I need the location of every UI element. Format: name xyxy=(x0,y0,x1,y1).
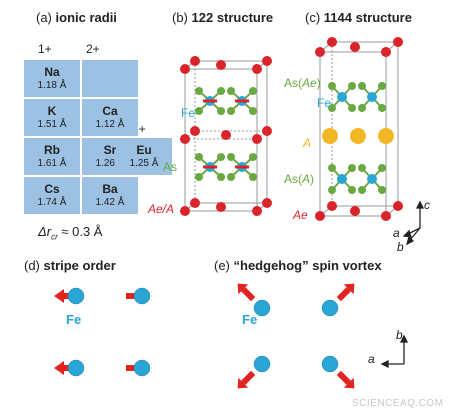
ion-element: Cs xyxy=(44,182,60,196)
ion-cell-k: K 1.51 Å xyxy=(24,99,80,136)
label-as-122: As xyxy=(163,160,178,174)
label-fe-hedgehog: Fe xyxy=(242,312,258,327)
ion-radius: 1.12 Å xyxy=(95,119,125,130)
ion-radius: 1.42 Å xyxy=(95,197,125,208)
label-ae-a-122: Ae/A xyxy=(148,202,175,216)
delta-r-label: Δrcr ≈ 0.3 Å xyxy=(38,224,103,242)
label-as-a-1144: As(A) xyxy=(284,172,315,186)
structure-1144-diagram xyxy=(315,37,403,221)
ion-cell-ba: Ba 1.42 Å xyxy=(82,177,138,214)
ion-element: Eu xyxy=(136,143,152,157)
ion-cell-na: Na 1.18 Å xyxy=(24,60,80,97)
watermark: SCIENCEAQ.COM xyxy=(352,398,444,409)
ion-element: K xyxy=(47,104,57,118)
ion-cell-cs: Cs 1.74 Å xyxy=(24,177,80,214)
ion-radius: 1.51 Å xyxy=(37,119,67,130)
label-fe-stripe: Fe xyxy=(66,312,82,327)
axis-label-c-top: c xyxy=(424,198,430,212)
label-as-ae-1144: As(Ae) xyxy=(284,76,321,90)
ion-element: Rb xyxy=(44,143,60,157)
axis-label-a-top: a xyxy=(393,226,400,240)
ion-radius: 1.25 Å xyxy=(129,158,159,169)
ion-radius: 1.18 Å xyxy=(37,80,67,91)
crystal-axes-top xyxy=(402,200,425,246)
panel-a-title: (a) ionic radii xyxy=(36,10,117,25)
hedgehog-vortex-diagram xyxy=(237,283,355,389)
crystal-axes-bottom xyxy=(380,334,409,369)
ion-cell-empty xyxy=(82,60,138,97)
ion-radius: 1.61 Å xyxy=(37,158,67,169)
ion-element: Ca xyxy=(102,104,118,118)
ion-element: Na xyxy=(44,65,60,79)
charge-label-2plus: 2+ xyxy=(86,42,100,56)
label-fe-1144: Fe xyxy=(317,96,332,110)
ion-radius: 1.26 Å xyxy=(95,158,125,169)
axis-label-b-bottom: b xyxy=(396,328,403,342)
panel-b-title: (b) 122 structure xyxy=(172,10,274,25)
ion-element: Ba xyxy=(102,182,118,196)
ion-cell-rb: Rb 1.61 Å xyxy=(24,138,80,175)
label-a-1144: A xyxy=(303,136,312,150)
panel-c-title: (c) 1144 structure xyxy=(305,10,412,25)
label-fe-122: Fe xyxy=(181,106,196,120)
ion-cell-eu: Eu 1.25 Å xyxy=(116,138,172,175)
axis-label-a-bottom: a xyxy=(368,352,375,366)
ion-radius: 1.74 Å xyxy=(37,197,67,208)
structure-122-diagram xyxy=(180,56,272,216)
ion-cell-ca: Ca 1.12 Å xyxy=(82,99,138,136)
panel-e-title: (e) “hedgehog” spin vortex xyxy=(214,258,382,273)
charge-label-1plus: 1+ xyxy=(38,42,52,56)
stripe-order-diagram xyxy=(54,287,151,377)
panel-d-title: (d) stripe order xyxy=(24,258,116,273)
label-ae-1144: Ae xyxy=(293,208,308,222)
ion-element: Sr xyxy=(103,143,117,157)
axis-label-b-top: b xyxy=(397,240,404,254)
